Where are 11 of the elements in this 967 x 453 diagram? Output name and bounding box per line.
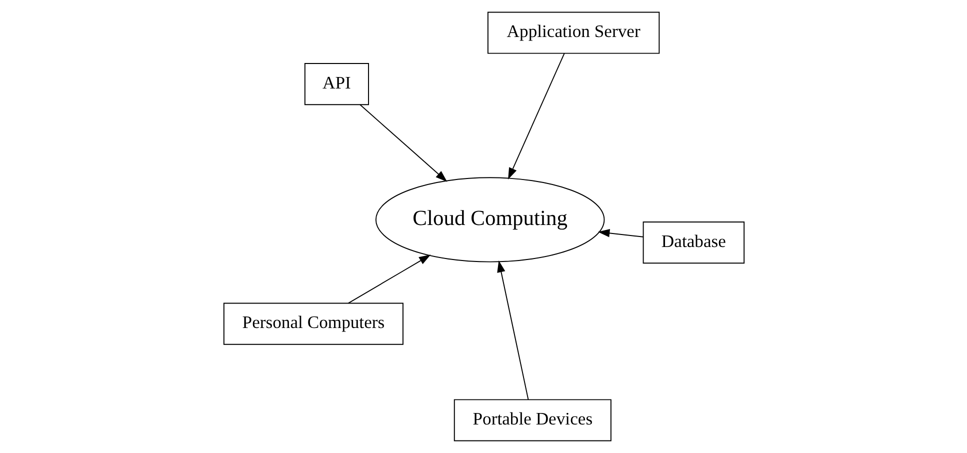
node-ellipse: Cloud Computing (374, 177, 604, 262)
node-box: Application Server (486, 12, 660, 54)
arrow (496, 260, 528, 400)
arrow (347, 254, 430, 304)
node-box: API (304, 63, 369, 106)
arrow (359, 104, 447, 182)
arrow (508, 52, 564, 180)
node-box: Personal Computers (222, 302, 403, 345)
node-box: Database (642, 222, 744, 264)
node-box: Portable Devices (453, 399, 611, 442)
arrow (597, 229, 644, 238)
